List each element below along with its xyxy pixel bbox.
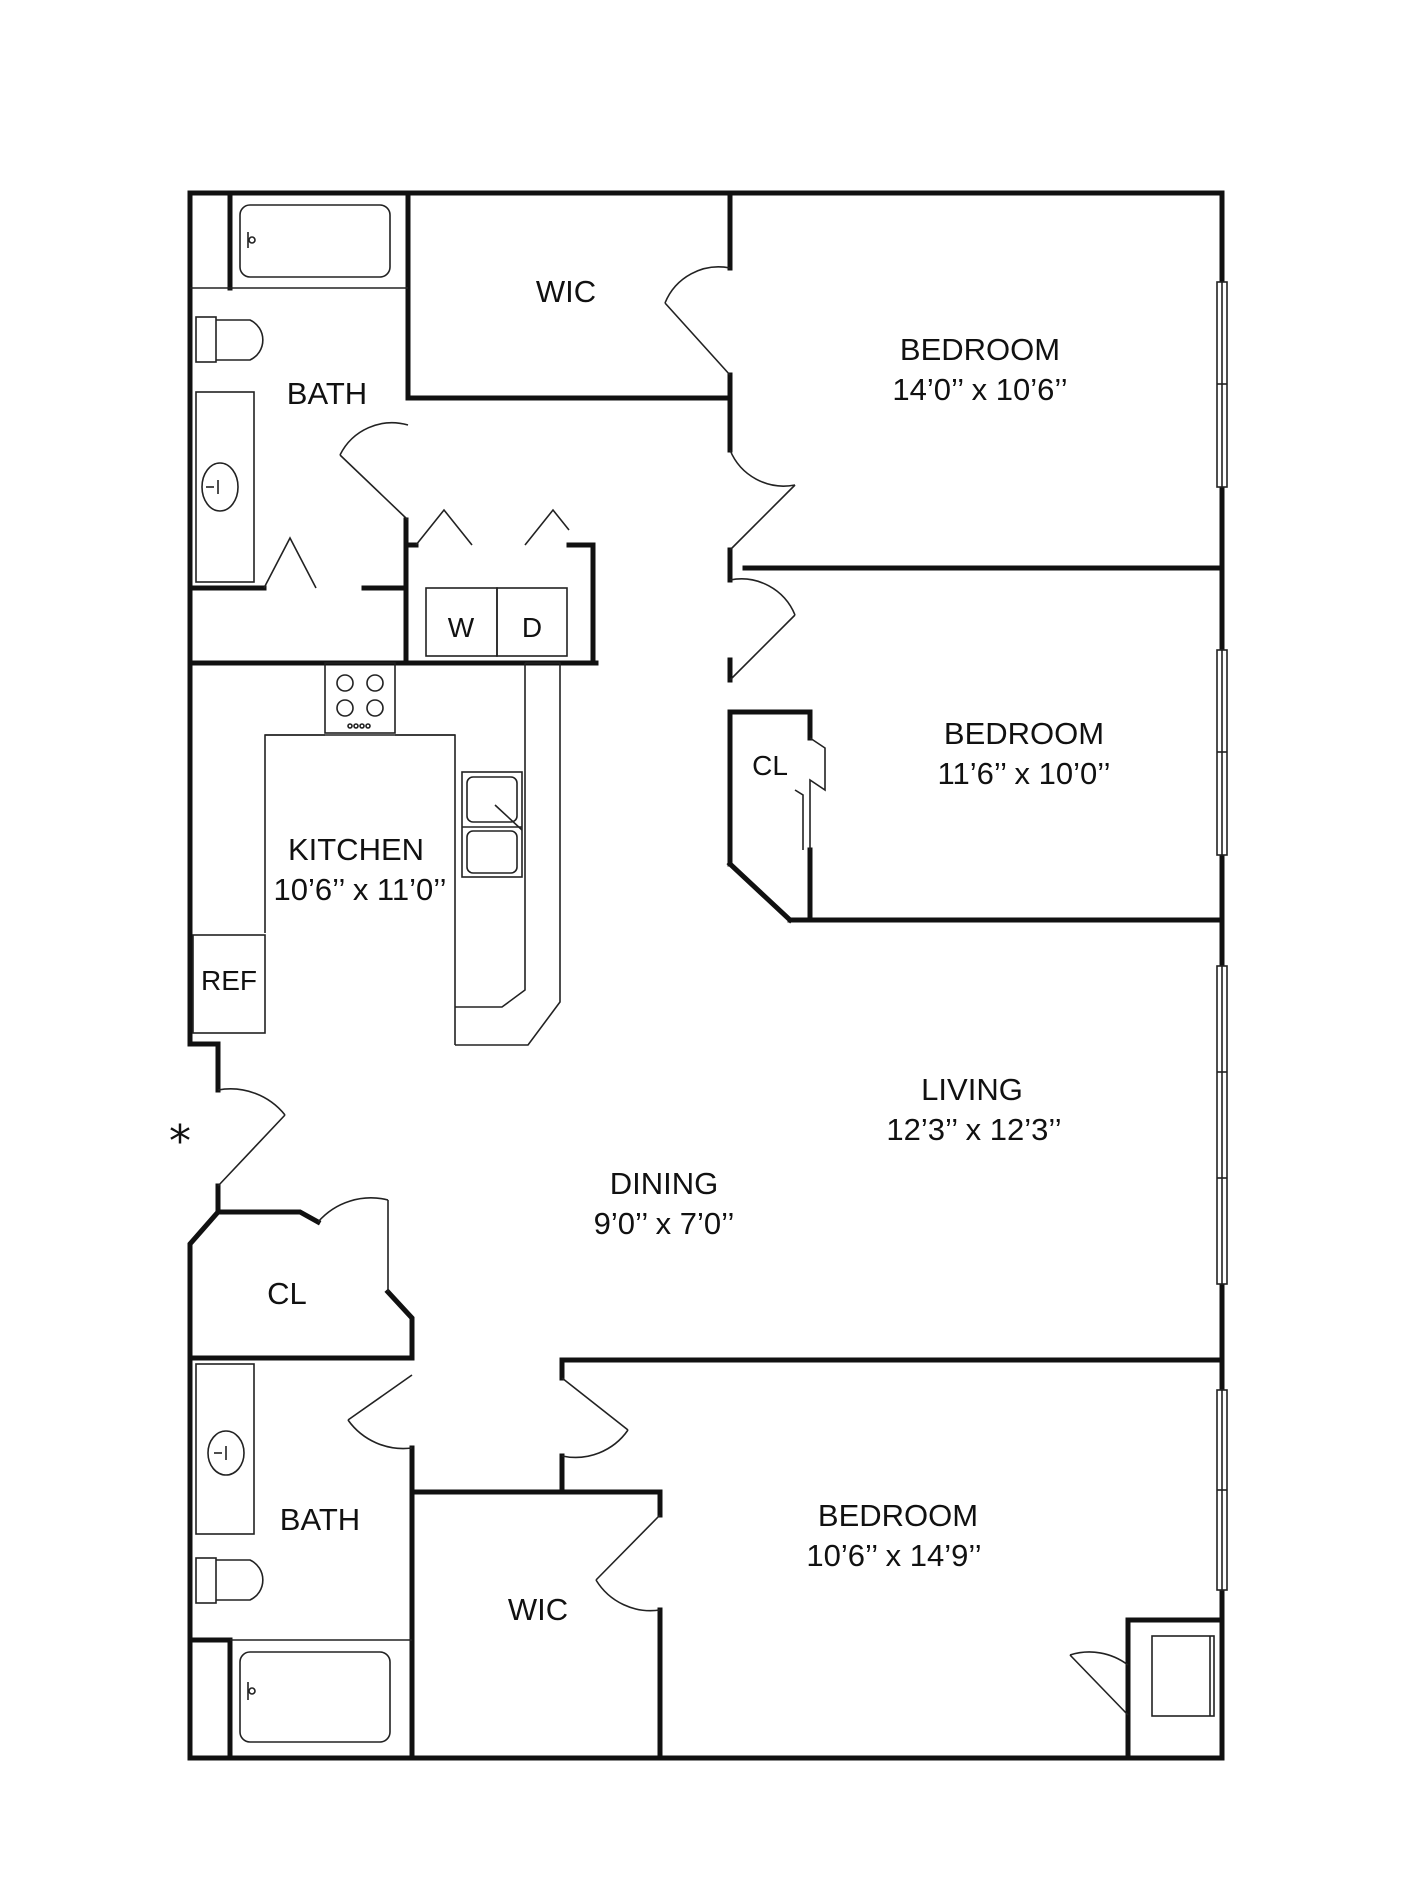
refrigerator-label: REF <box>201 965 257 996</box>
wic-bottom-label: WIC <box>508 1592 568 1627</box>
kitchen-size: 10’6’’ x 11’0’’ <box>274 872 447 907</box>
bedroom3-name: BEDROOM <box>818 1498 978 1533</box>
washer-label: W <box>448 612 475 643</box>
kitchen-name: KITCHEN <box>288 832 424 867</box>
dining-name: DINING <box>610 1166 719 1201</box>
bedroom2-size: 11’6’’ x 10’0’’ <box>938 756 1111 791</box>
closet-bedroom2-label: CL <box>752 750 788 781</box>
closet-entry-label: CL <box>267 1276 307 1311</box>
dryer-label: D <box>522 612 542 643</box>
living-name: LIVING <box>921 1072 1023 1107</box>
wic-top-label: WIC <box>536 274 596 309</box>
entry-marker: * <box>169 1116 191 1167</box>
dining-size: 9’0’’ x 7’0’’ <box>594 1206 735 1241</box>
doors <box>217 266 1129 1716</box>
bath-bottom-label: BATH <box>280 1502 360 1537</box>
bedroom3-size: 10’6’’ x 14’9’’ <box>806 1538 981 1573</box>
bedroom1-size: 14’0’’ x 10’6’’ <box>892 372 1067 407</box>
bedroom1-name: BEDROOM <box>900 332 1060 367</box>
bath-top-label: BATH <box>287 376 367 411</box>
windows <box>1216 281 1228 1591</box>
fixtures <box>190 204 1215 1743</box>
living-size: 12’3’’ x 12’3’’ <box>886 1112 1061 1147</box>
room-labels: WIC BEDROOM 14’0’’ x 10’6’’ BATH W D BED… <box>169 274 1110 1627</box>
bedroom2-name: BEDROOM <box>944 716 1104 751</box>
